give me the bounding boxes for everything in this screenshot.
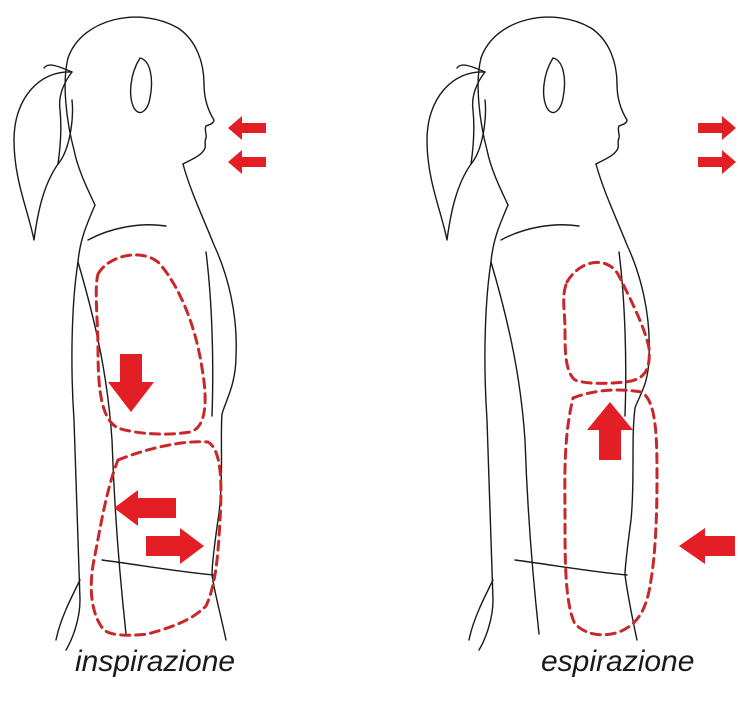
exhale-arrow-upper: [698, 116, 736, 140]
abdomen-left-arrow: [114, 490, 176, 526]
arrows-group: [587, 116, 736, 564]
inhale-arrow-upper: [228, 116, 266, 140]
diaphragm-down-arrow: [108, 354, 154, 412]
abdomen-right-arrow: [146, 528, 204, 564]
caption-expiration: espirazione: [541, 645, 694, 679]
upper-dashed-zone: [96, 255, 205, 434]
panel-expiration: [369, 0, 738, 704]
expiration-figure-drawing: [369, 0, 738, 704]
body-outline: [14, 17, 236, 650]
inspiration-figure-drawing: [0, 0, 369, 704]
inhale-arrow-lower: [228, 150, 266, 174]
body-outline: [427, 17, 649, 650]
caption-inspiration: inspirazione: [75, 645, 235, 679]
upper-dashed-zone: [564, 262, 650, 383]
diaphragm-up-arrow: [587, 402, 633, 460]
arrows-group: [108, 116, 266, 564]
abdomen-left-arrow: [679, 528, 735, 564]
exhale-arrow-lower: [698, 150, 736, 174]
panel-inspiration: [0, 0, 369, 704]
